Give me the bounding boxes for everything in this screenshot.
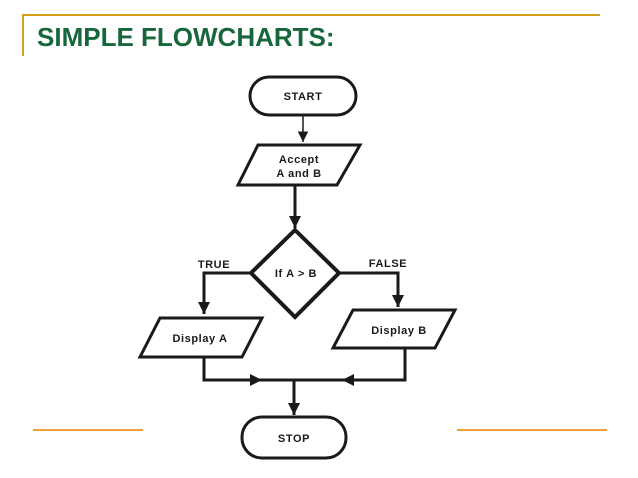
join-arrowhead-right [250, 374, 262, 386]
true-branch-label: TRUE [198, 259, 230, 271]
join-arrowhead-left [342, 374, 354, 386]
stop-terminator: STOP [240, 415, 348, 460]
true-branch-connector [198, 271, 251, 314]
display-a-parallelogram: Display A [137, 316, 265, 359]
accept-label-line1: Accept [279, 154, 319, 166]
left-gold-rule [22, 14, 24, 56]
accept-parallelogram-shape [235, 143, 363, 187]
decision-diamond: If A > B [248, 227, 342, 320]
decision-label: If A > B [275, 268, 317, 280]
footer-gold-rule-left [33, 429, 143, 431]
false-branch-label: FALSE [369, 258, 407, 270]
decision-diamond-shape [248, 227, 342, 320]
start-label: START [284, 91, 323, 103]
display-a-parallelogram-shape [137, 316, 265, 359]
false-branch-connector [339, 271, 404, 307]
accept-label-line2: A and B [276, 168, 321, 180]
stop-terminator-shape [240, 415, 348, 460]
footer-gold-rule-right [457, 429, 607, 431]
display-b-parallelogram-shape [330, 308, 458, 350]
start-terminator: START [248, 75, 358, 117]
display-b-parallelogram: Display B [330, 308, 458, 350]
top-gold-rule [22, 14, 600, 16]
join-connector [202, 348, 407, 382]
display-a-label: Display A [172, 333, 227, 345]
stop-label: STOP [278, 433, 310, 445]
display-b-label: Display B [371, 325, 427, 337]
page-title: SIMPLE FLOWCHARTS: [37, 22, 335, 52]
accept-parallelogram: Accept A and B [235, 143, 363, 187]
